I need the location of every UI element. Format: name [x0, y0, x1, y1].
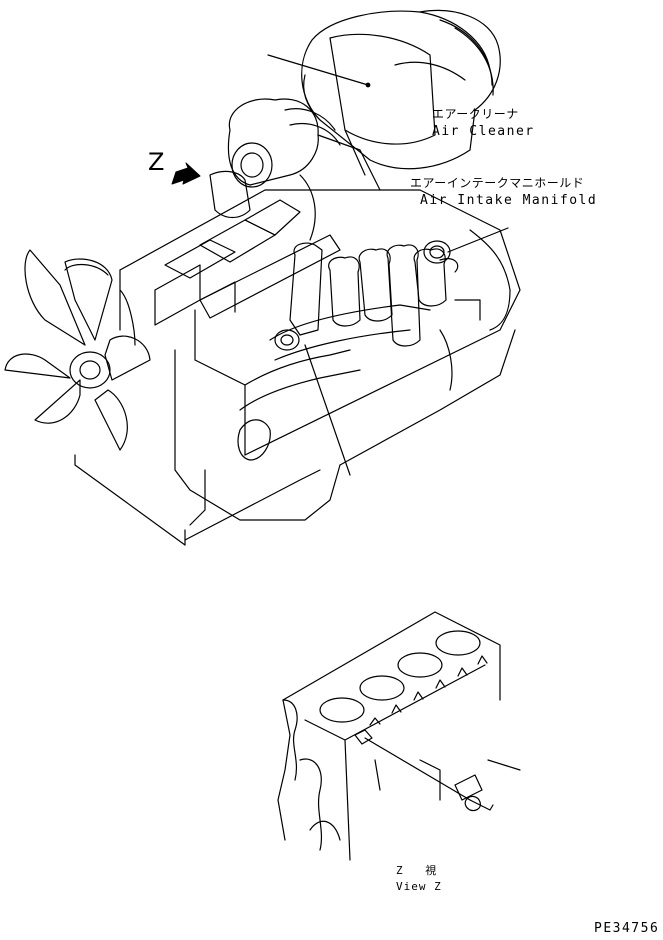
intake-manifold-label-en: Air Intake Manifold — [420, 193, 598, 208]
engine-block-drawing — [74, 189, 521, 546]
view-marker-label: Z — [148, 148, 165, 176]
engine-assembly — [4, 9, 521, 546]
air-cleaner-drawing — [301, 9, 501, 176]
turbo-drawing — [209, 98, 381, 241]
fan-drawing — [4, 249, 151, 451]
view-z-title-en: View Z — [396, 880, 442, 893]
intake-manifold-label-jp: エアーインテークマニホールド — [410, 176, 585, 190]
air-cleaner-label-en: Air Cleaner — [432, 124, 535, 139]
leader-lines — [267, 54, 509, 476]
view-z-detail-drawing — [277, 611, 521, 861]
drawing-code: PE34756 — [594, 921, 660, 936]
view-direction-arrow-icon — [171, 162, 201, 185]
air-cleaner-label-jp: エアークリーナ — [432, 107, 519, 121]
view-z-title-jp: Z 視 — [396, 864, 438, 877]
